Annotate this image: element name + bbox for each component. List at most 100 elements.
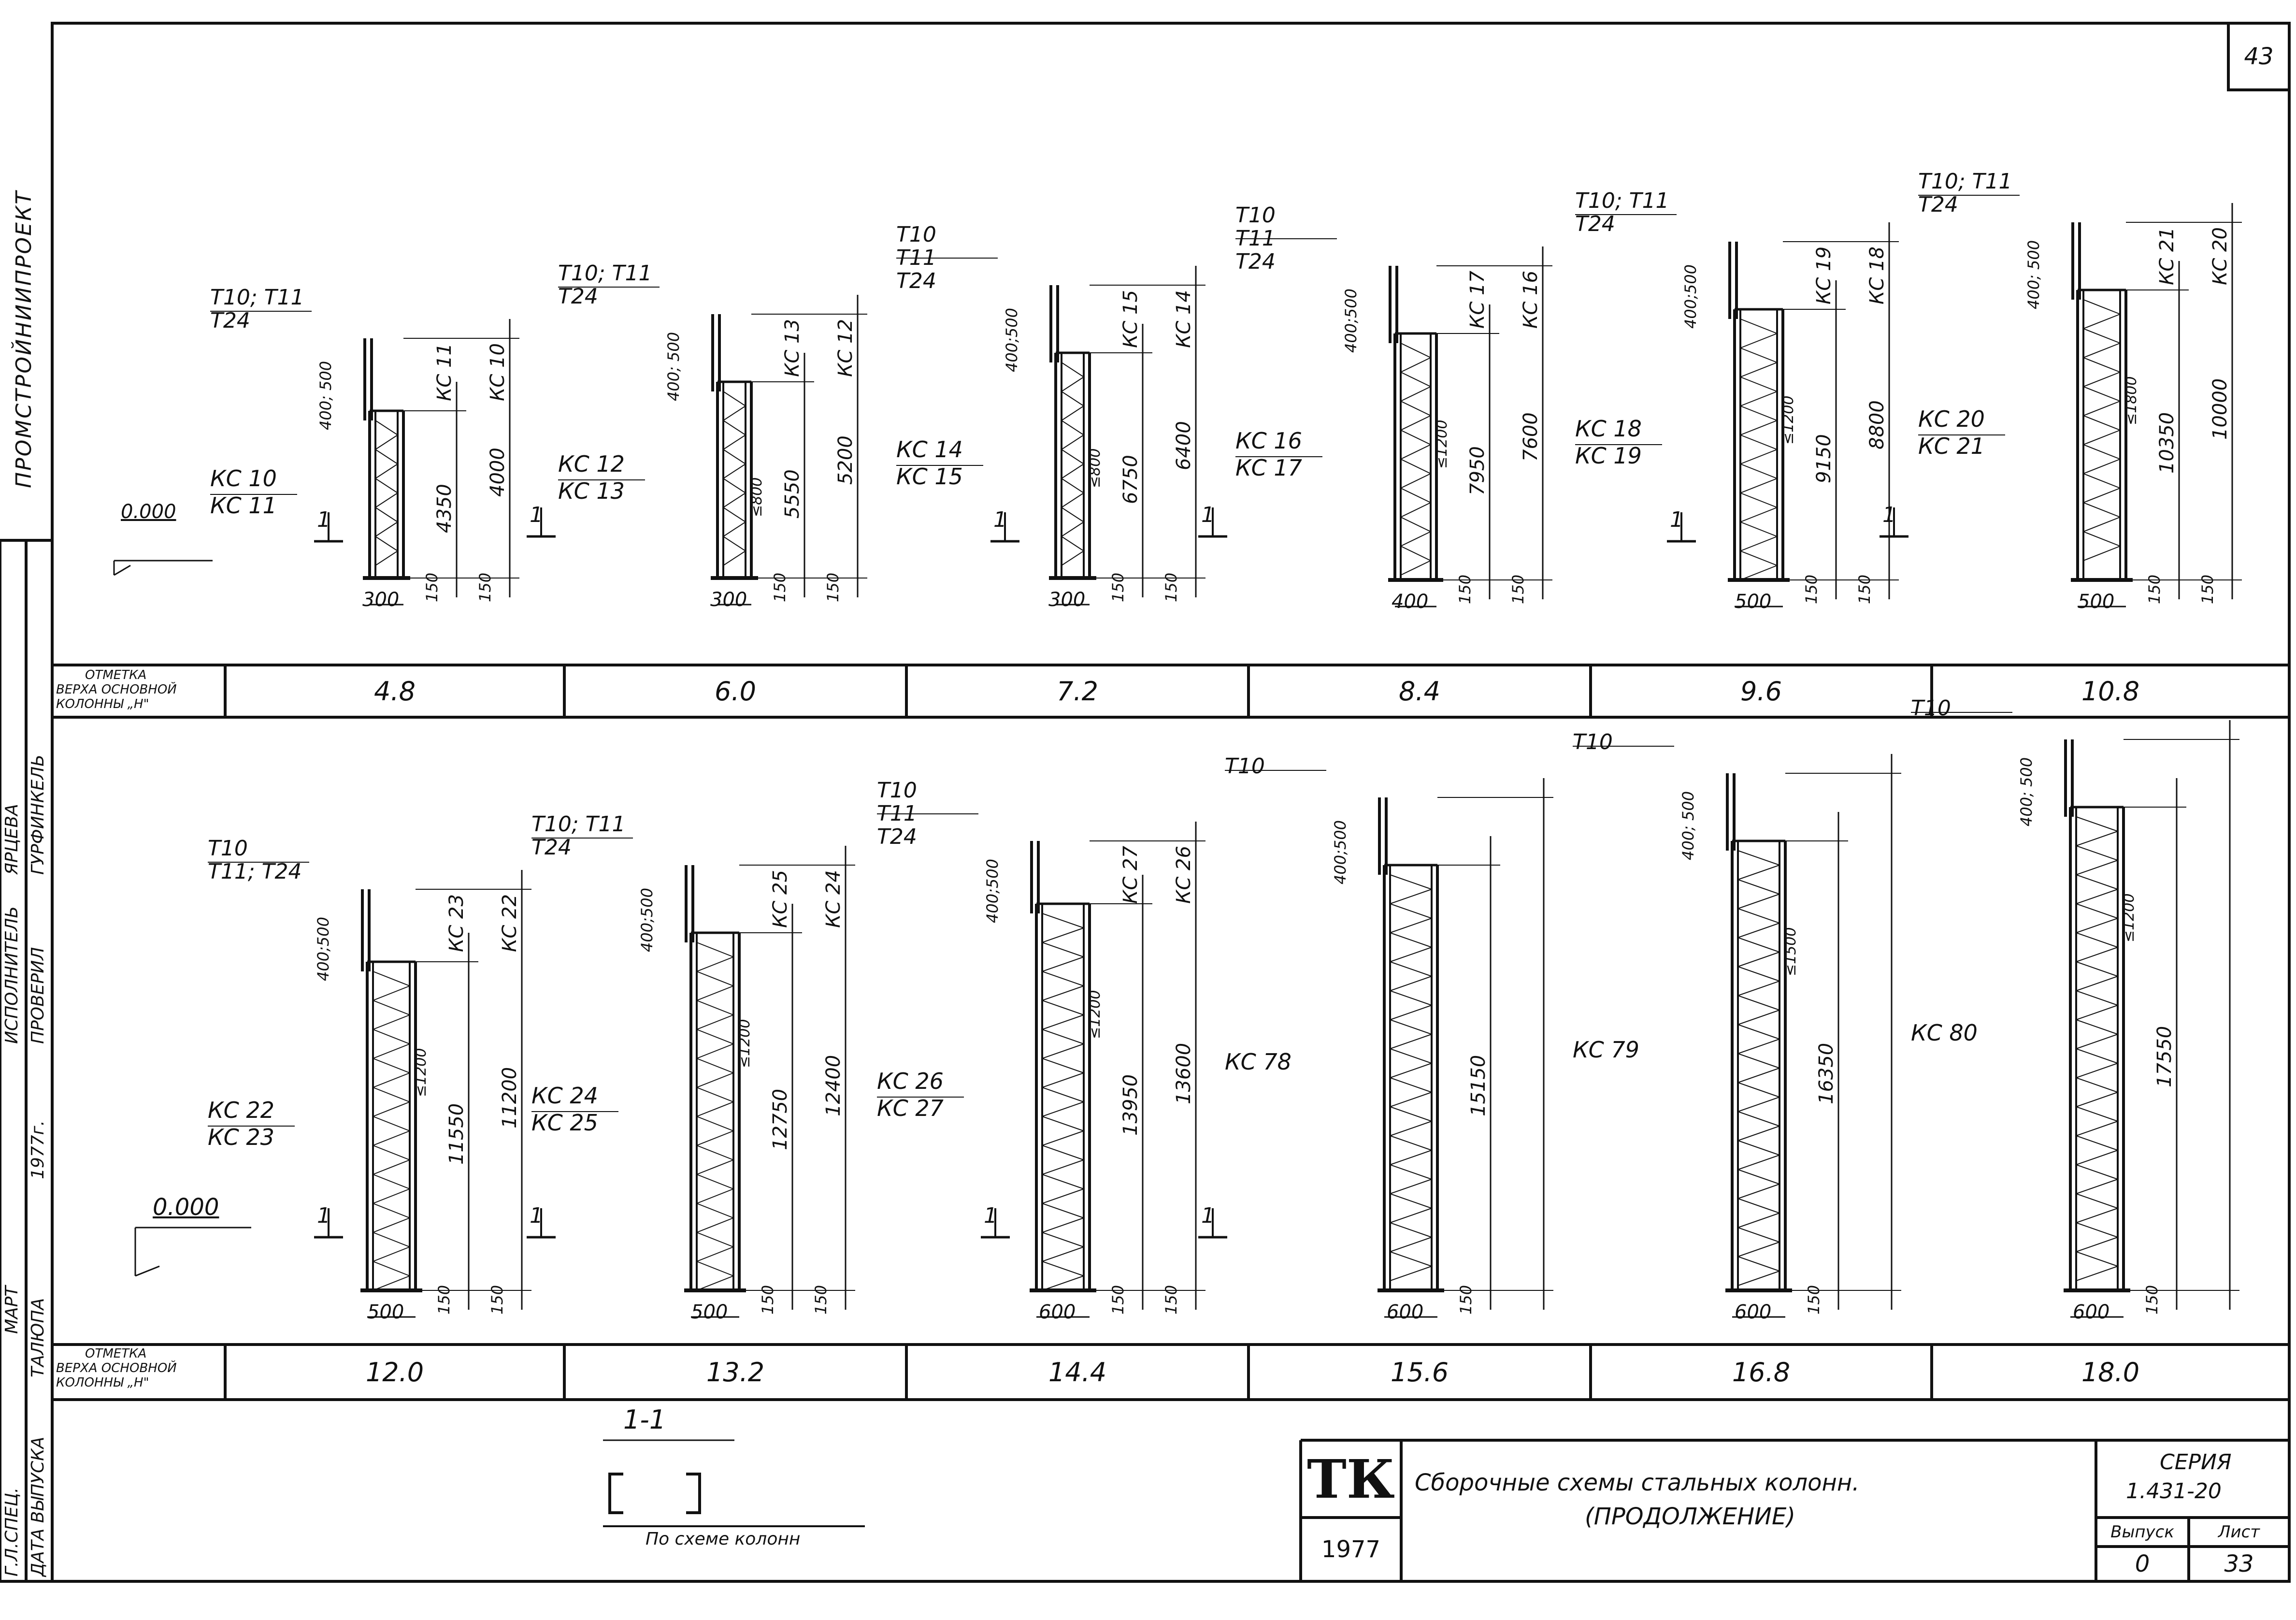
top-mark-a-top-2: КС 13 [781,319,804,377]
tee-label-1-top-2: T10; T11 [558,261,652,286]
height-dim-a-bottom-6: 17550 [2153,1026,2176,1087]
tee-label-1-bottom-5: T10 [1573,730,1613,754]
bottom-dim-b-top-5: 150 [1855,574,1874,604]
seg-dim-top-5: 400;500 [1681,264,1700,329]
tee-label-2-bottom-1: T11; T24 [208,859,302,884]
step-dim-top-5: ≤1200 [1780,395,1797,445]
tee-label-2-top-5: T24 [1575,212,1615,236]
top-mark-b-top-4: КС 16 [1520,271,1542,329]
kc-label-1-bottom-5: КС 79 [1573,1037,1639,1063]
section-cut-10: 1 [1201,1203,1215,1228]
top-mark-a-top-3: КС 15 [1119,290,1142,348]
bottom-dim-a-top-3: 150 [1109,572,1127,602]
height-dim-a-top-6: 10350 [2156,412,2178,474]
bottom-dim-b-top-6: 150 [2198,574,2217,604]
section-cut-9: 1 [984,1203,997,1228]
bottom-dim-a-top-4: 150 [1456,574,1474,604]
width-dim-top-2: 300 [710,589,747,611]
side-role-1: Г.Л.СПЕЦ. [2,1487,22,1577]
width-dim-top-4: 400 [1392,591,1429,613]
mark-top-1: 4.8 [374,676,416,707]
top-mark-a-top-1: КС 11 [433,343,456,401]
kc-label-1-bottom-6: КС 80 [1911,1020,1978,1046]
kc-label-1-top-1: КС 10 [210,465,277,492]
width-dim-bottom-6: 600 [2073,1301,2110,1323]
seg-dim-top-3: 400;500 [1003,308,1021,372]
top-mark-a-bottom-2: КС 25 [769,870,791,928]
kc-label-2-bottom-3: КС 27 [877,1095,944,1121]
kc-label-1-bottom-3: КС 26 [877,1068,944,1094]
mark-top-5: 9.6 [1740,676,1782,707]
height-dim-a-bottom-5: 16350 [1815,1042,1837,1104]
tee-label-1-top-5: T10; T11 [1575,188,1669,213]
bottom-dim-a-top-1: 150 [423,572,441,602]
height-dim-b-top-2: 5200 [834,435,857,485]
step-dim-bottom-5: ≤1500 [1782,927,1799,976]
bottom-dim-a-bottom-2: 150 [759,1285,777,1315]
tee-label-1-top-4: T10 [1235,203,1276,228]
kc-label-2-top-3: КС 15 [896,463,963,490]
kc-label-2-top-1: КС 11 [210,492,277,519]
top-mark-b-bottom-3: КС 26 [1173,846,1195,904]
bottom-dim-b-top-1: 150 [476,572,494,602]
width-dim-top-1: 300 [362,589,400,611]
step-dim-bottom-2: ≤1200 [736,1019,753,1068]
tee-label-1-bottom-4: T10 [1225,754,1265,779]
stamp-sheet: 33 [2224,1550,2254,1577]
mark-top-6: 10.8 [2081,676,2140,707]
kc-label-1-top-3: КС 14 [896,436,963,463]
bottom-dim-b-bottom-3: 150 [1162,1285,1180,1315]
bottom-dim-b-top-4: 150 [1509,574,1527,604]
height-dim-a-bottom-3: 13950 [1119,1074,1142,1136]
kc-label-1-top-4: КС 16 [1235,428,1302,454]
side-name-4: МАРТ [2,1286,22,1334]
stamp-series-label: СЕРИЯ [2160,1450,2232,1475]
top-mark-a-bottom-1: КС 23 [445,894,468,952]
section-cut-8: 1 [530,1203,543,1228]
top-mark-b-bottom-1: КС 22 [499,894,521,952]
tee-label-3-top-4: T24 [1235,249,1276,274]
sheet-frame [51,22,2291,1583]
bottom-dim-a-top-5: 150 [1802,574,1821,604]
width-dim-bottom-5: 600 [1735,1301,1772,1323]
height-dim-a-top-3: 6750 [1119,455,1142,504]
width-dim-bottom-3: 600 [1039,1301,1076,1323]
kc-label-1-bottom-4: КС 78 [1225,1049,1292,1075]
height-dim-a-bottom-2: 12750 [769,1088,791,1150]
stamp-issue: 0 [2135,1550,2150,1577]
kc-label-1-top-6: КС 20 [1918,406,1985,432]
kc-label-2-top-6: КС 21 [1918,433,1985,459]
side-name-2: ГУРФИНКЕЛЬ [28,754,48,875]
kc-label-2-bottom-1: КС 23 [208,1124,274,1150]
tee-label-1-bottom-3: T10 [877,778,917,803]
tee-label-2-bottom-3: T11 [877,801,917,826]
tee-label-2-top-4: T11 [1235,226,1276,251]
seg-dim-bottom-2: 400;500 [638,888,656,952]
seg-dim-bottom-4: 400;500 [1331,820,1349,884]
section-cut-3: 1 [993,507,1007,532]
mark-bottom-1: 12.0 [365,1357,424,1388]
row-label-bottom: ОТМЕТКА ВЕРХА ОСНОВНОЙ КОЛОННЫ „Н" [56,1346,177,1390]
width-dim-bottom-4: 600 [1387,1301,1424,1323]
height-dim-a-bottom-4: 15150 [1467,1055,1490,1116]
elevation-zero-bottom: 0.000 [153,1194,219,1221]
bottom-dim-a-bottom-4: 150 [1457,1285,1475,1315]
bottom-dim-b-top-3: 150 [1162,572,1180,602]
bottom-dim-b-bottom-2: 150 [812,1285,830,1315]
elevation-zero-top: 0.000 [121,501,176,523]
kc-label-1-bottom-2: КС 24 [531,1083,598,1109]
bottom-dim-a-top-2: 150 [771,572,789,602]
mark-bottom-3: 14.4 [1048,1357,1107,1388]
seg-dim-top-6: 400; 500 [2024,240,2043,309]
tee-label-1-top-1: T10; T11 [210,285,304,310]
mark-bottom-4: 15.6 [1390,1357,1449,1388]
step-dim-bottom-6: ≤1200 [2121,893,2138,942]
tee-label-1-bottom-2: T10; T11 [531,812,626,837]
width-dim-top-5: 500 [1735,591,1772,613]
tee-label-2-top-1: T24 [210,308,250,333]
top-mark-a-top-5: КС 19 [1813,246,1835,304]
top-mark-b-top-5: КС 18 [1866,246,1888,304]
top-mark-b-bottom-2: КС 24 [822,870,845,928]
tee-label-3-bottom-3: T24 [877,824,917,849]
section-cut-7: 1 [317,1203,330,1228]
